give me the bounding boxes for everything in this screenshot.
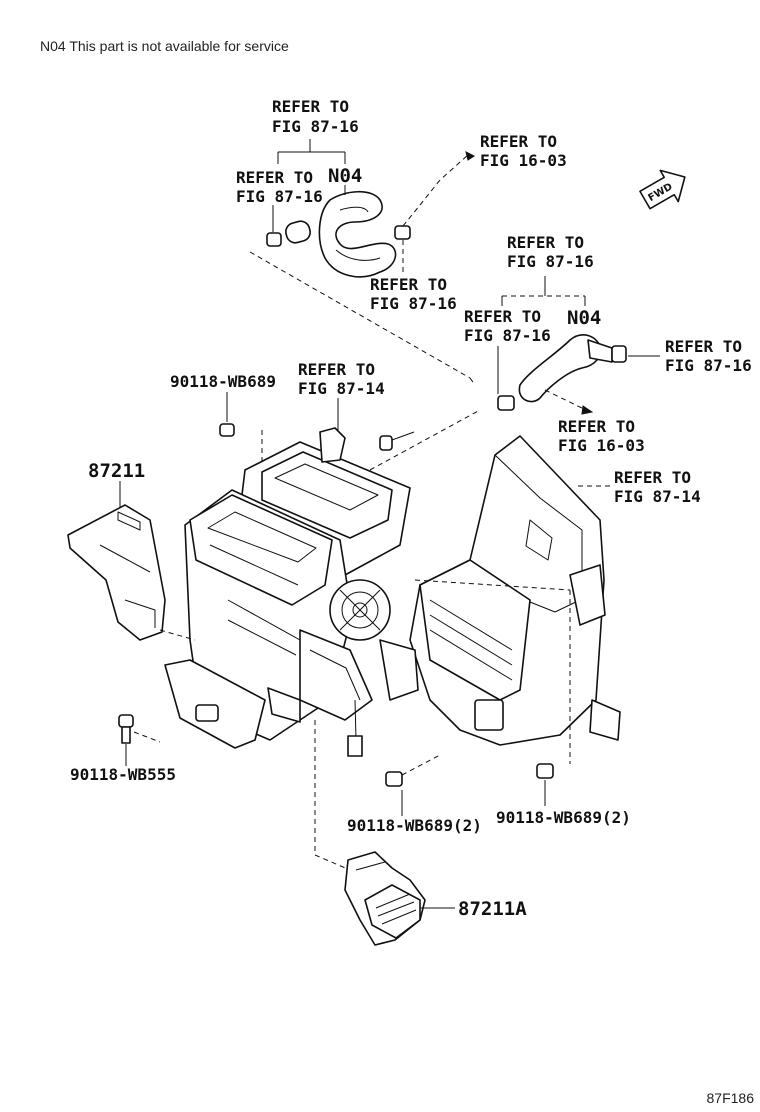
refer-fig-label: FIG 16-03	[558, 436, 645, 455]
n04-label: N04	[567, 307, 601, 329]
refer-label: REFER TO	[298, 360, 375, 379]
refer-fig-label: FIG 87-16	[507, 252, 594, 271]
bolt-part-number: 90118-WB689(2)	[496, 808, 631, 827]
bolt-part-number: 90118-WB689(2)	[347, 816, 482, 835]
right-leader-lines	[497, 276, 660, 487]
lower-fasteners: 90118-WB555 90118-WB689(2) 90118-WB689(2…	[70, 590, 631, 871]
duct-87211a: 87211A	[344, 851, 527, 946]
refer-label: REFER TO	[507, 233, 584, 252]
right-labels: REFER TO FIG 87-16 REFER TO FIG 87-16 N0…	[464, 233, 752, 506]
refer-fig-label: FIG 87-16	[665, 356, 752, 375]
refer-fig-label: FIG 87-16	[464, 326, 551, 345]
upper-labels: REFER TO FIG 87-16 REFER TO FIG 87-16 N0…	[236, 97, 567, 313]
figure-id: 87F186	[706, 1090, 754, 1106]
refer-label: REFER TO	[480, 132, 557, 151]
bolt-part-number: 90118-WB555	[70, 765, 176, 784]
refer-fig-label: FIG 87-16	[370, 294, 457, 313]
refer-fig-label: FIG 87-16	[272, 117, 359, 136]
refer-fig-label: FIG 87-14	[298, 379, 385, 398]
refer-label: REFER TO	[272, 97, 349, 116]
hvac-unit-body	[164, 409, 621, 757]
upper-hose-assembly	[266, 190, 411, 278]
upper-leader-lines	[249, 139, 476, 386]
refer-label: REFER TO	[665, 337, 742, 356]
n04-label: N04	[328, 165, 362, 187]
header-note: N04 This part is not available for servi…	[40, 38, 289, 54]
refer-fig-label: FIG 87-14	[614, 487, 701, 506]
refer-label: REFER TO	[370, 275, 447, 294]
refer-label: REFER TO	[464, 307, 541, 326]
refer-fig-label: FIG 16-03	[480, 151, 567, 170]
part-number-87211a: 87211A	[458, 898, 527, 920]
refer-label: REFER TO	[236, 168, 313, 187]
bolt-part-number: 90118-WB689	[170, 372, 276, 391]
part-number-87211: 87211	[88, 460, 145, 482]
center-labels: 90118-WB689 REFER TO FIG 87-14	[170, 360, 385, 470]
refer-fig-label: FIG 87-16	[236, 187, 323, 206]
duct-87211: 87211	[67, 460, 196, 641]
refer-label: REFER TO	[614, 468, 691, 487]
refer-label: REFER TO	[558, 417, 635, 436]
right-hose-assembly	[497, 334, 627, 411]
forward-arrow: FWD	[639, 169, 686, 210]
